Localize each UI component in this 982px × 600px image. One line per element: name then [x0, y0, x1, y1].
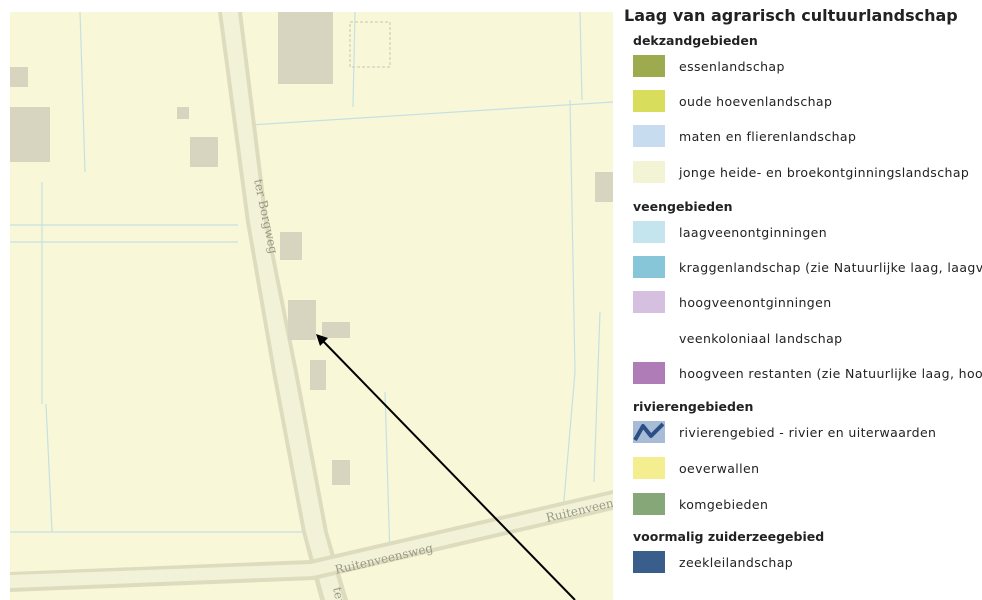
legend-item-label: laagveenontginningen [679, 225, 828, 240]
building-annex [322, 322, 350, 338]
legend-item: rivierengebied - rivier en uiterwaarden [633, 421, 982, 447]
legend-swatch [633, 90, 665, 112]
legend-swatch [633, 125, 665, 147]
building-east [595, 172, 613, 202]
legend-swatch [633, 551, 665, 573]
legend-section-rivierengebieden: rivierengebieden [633, 399, 754, 414]
legend-section-veengebieden: veengebieden [633, 199, 733, 214]
legend-swatch [633, 457, 665, 479]
road-label-ter-south: ter [330, 586, 347, 600]
map-canvas[interactable]: ter Borgweg Ruitenveensweg Ruitenveenswe… [10, 12, 613, 600]
legend-item: jonge heide- en broekontginningslandscha… [633, 161, 982, 187]
field-boundaries [10, 12, 613, 558]
map-legend: Laag van agrarisch cultuurlandschap dekz… [613, 0, 982, 600]
legend-item: essenlandschap [633, 55, 982, 81]
legend-item-label: maten en flierenlandschap [679, 129, 857, 144]
building-shed [177, 107, 189, 119]
legend-section-dekzandgebieden: dekzandgebieden [633, 33, 758, 48]
legend-item: hoogveen restanten (zie Natuurlijke laag… [633, 362, 982, 388]
legend-item-label: hoogveen restanten (zie Natuurlijke laag… [679, 366, 982, 381]
legend-item-label: essenlandschap [679, 59, 785, 74]
legend-item-label: veenkoloniaal landschap [679, 331, 843, 346]
legend-swatch [633, 256, 665, 278]
building-west-small [10, 67, 28, 87]
legend-swatch [633, 221, 665, 243]
legend-item-label: oude hoevenlandschap [679, 94, 833, 109]
building-roadside [280, 232, 302, 260]
legend-section-voormalig-zuiderzeegebied: voormalig zuiderzeegebied [633, 529, 825, 544]
legend-item: oude hoevenlandschap [633, 90, 982, 116]
legend-swatch [633, 161, 665, 183]
legend-item: veenkoloniaal landschap [633, 327, 982, 353]
map-view[interactable]: ter Borgweg Ruitenveensweg Ruitenveenswe… [10, 12, 613, 600]
building-south [332, 460, 350, 485]
legend-item-label: zeekleilandschap [679, 555, 794, 570]
legend-item: maten en flierenlandschap [633, 125, 982, 151]
legend-item-label: hoogveenontginningen [679, 295, 832, 310]
legend-item-label: oeverwallen [679, 461, 760, 476]
legend-item: hoogveenontginningen [633, 291, 982, 317]
river-line-icon [633, 421, 665, 443]
building-farm-large [278, 12, 333, 84]
legend-item-label: kraggenlandschap (zie Natuurlijke laag, … [679, 260, 982, 275]
legend-item-label: rivierengebied - rivier en uiterwaarden [679, 425, 937, 440]
legend-item: kraggenlandschap (zie Natuurlijke laag, … [633, 256, 982, 282]
legend-item-label: jonge heide- en broekontginningslandscha… [679, 165, 970, 180]
building-barn [310, 360, 326, 390]
building-farm-north [190, 137, 218, 167]
legend-swatch [633, 327, 665, 349]
building-target [288, 300, 316, 340]
legend-item: oeverwallen [633, 457, 982, 483]
building-west [10, 107, 50, 162]
legend-swatch [633, 493, 665, 515]
legend-swatch [633, 291, 665, 313]
legend-swatch [633, 55, 665, 77]
buildings [10, 12, 613, 485]
road-network [10, 12, 613, 600]
legend-item-label: komgebieden [679, 497, 769, 512]
legend-item: zeekleilandschap [633, 551, 982, 577]
legend-swatch [633, 362, 665, 384]
building-planned [349, 21, 391, 68]
annotation-arrow [316, 334, 576, 600]
legend-item: komgebieden [633, 493, 982, 519]
legend-title: Laag van agrarisch cultuurlandschap [624, 6, 958, 25]
legend-item: laagveenontginningen [633, 221, 982, 247]
